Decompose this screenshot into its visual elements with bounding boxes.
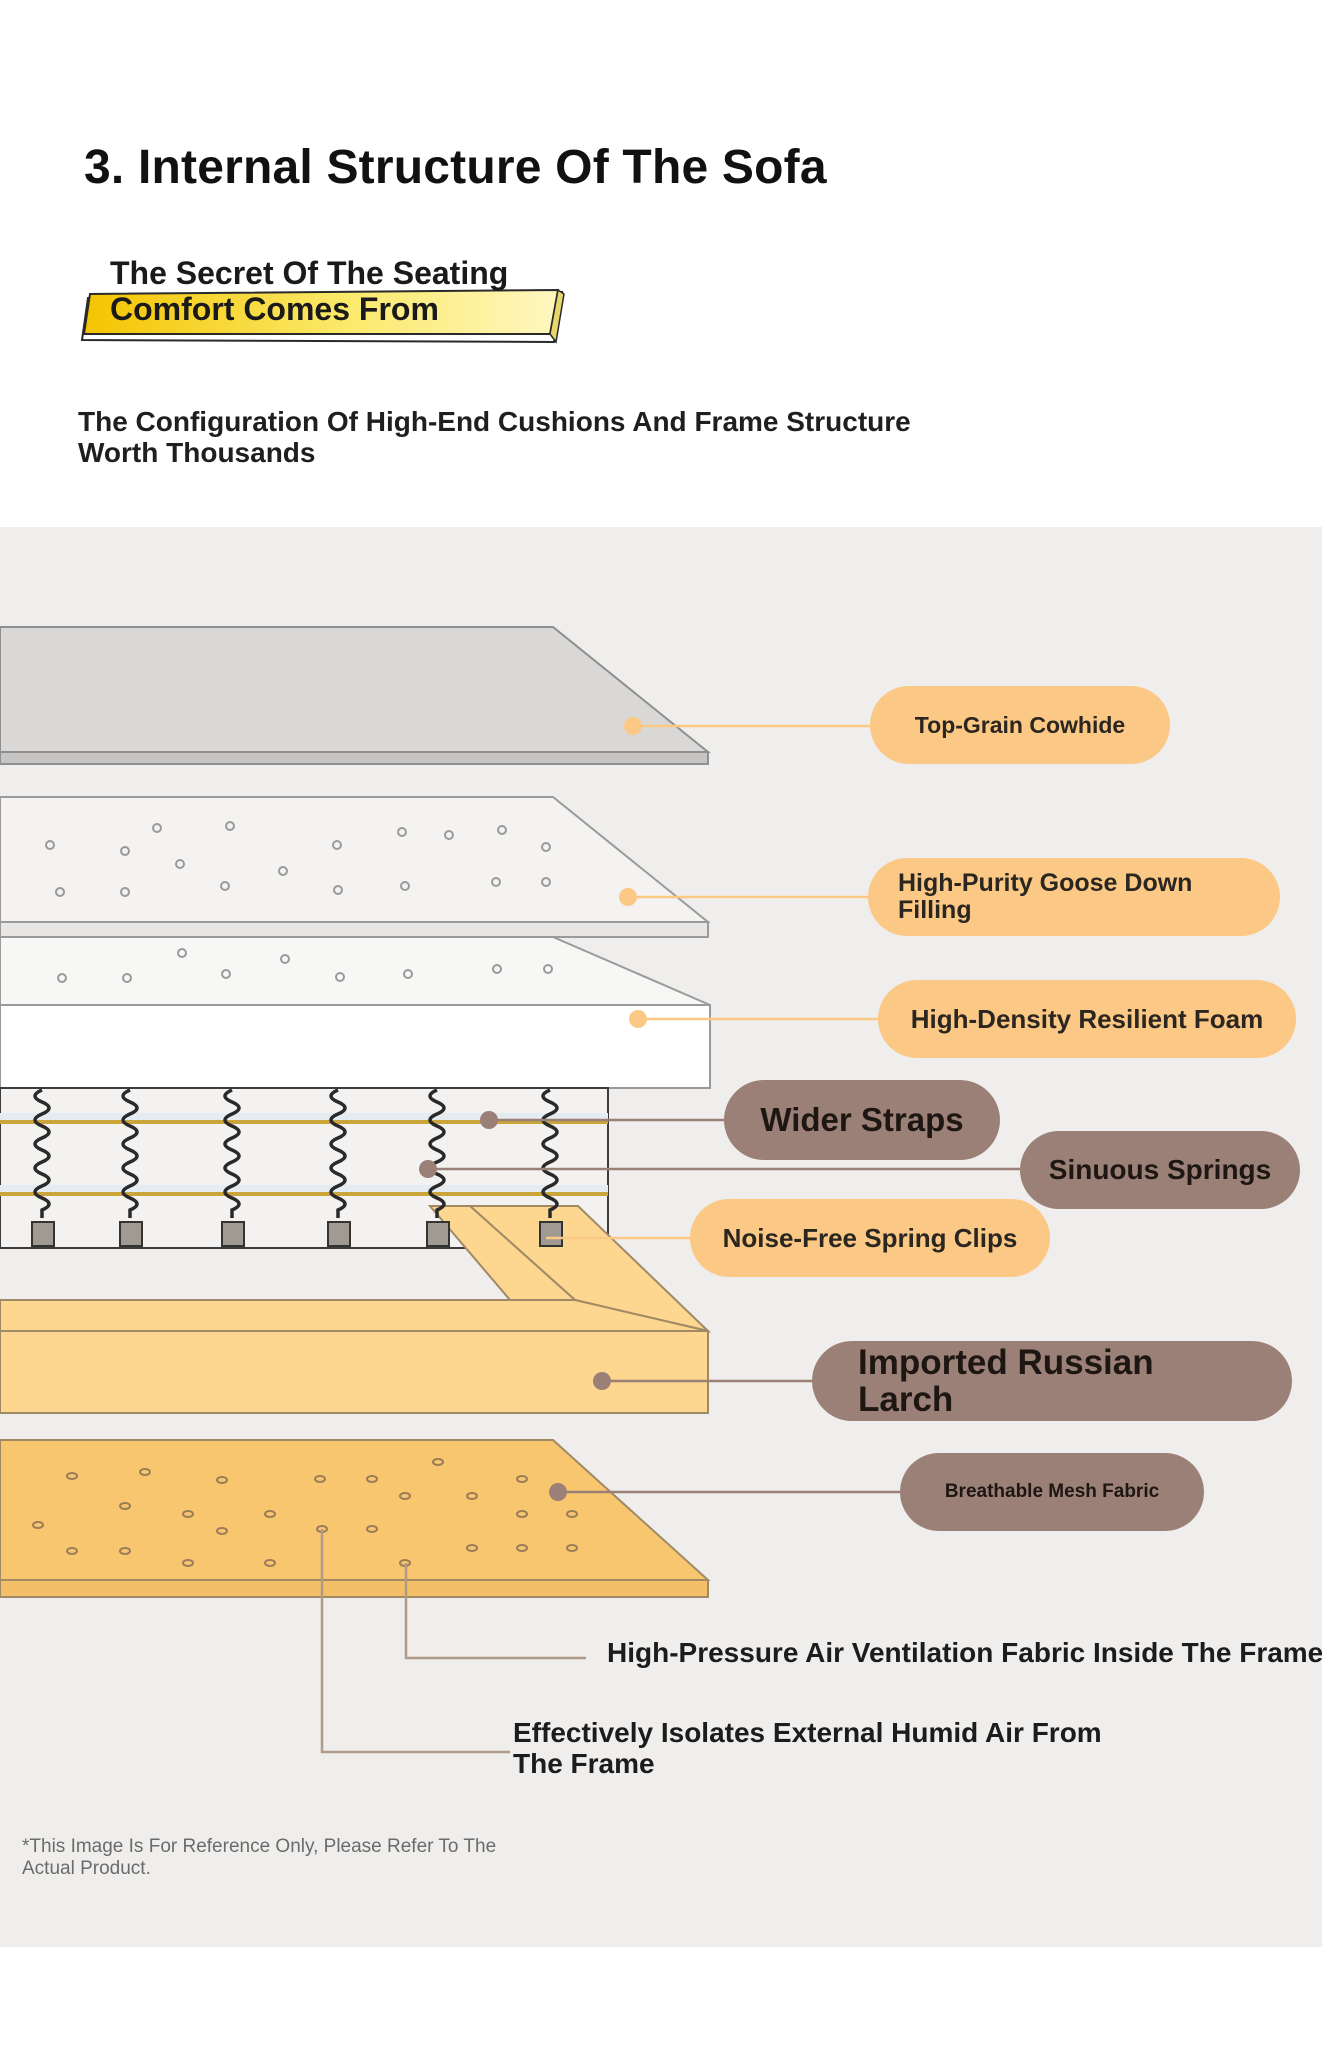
label-text: Top-Grain Cowhide xyxy=(914,711,1126,738)
label-goose-down: High-Purity Goose Down Filling xyxy=(868,858,1280,936)
label-breathable-mesh: Breathable Mesh Fabric xyxy=(900,1453,1204,1531)
description: The Configuration Of High-End Cushions A… xyxy=(78,406,958,468)
layer-cowhide xyxy=(0,626,711,765)
note-isolation: Effectively Isolates External Humid Air … xyxy=(513,1717,1213,1779)
label-russian-larch: Imported Russian Larch xyxy=(812,1341,1292,1421)
label-text: Sinuous Springs xyxy=(1048,1154,1272,1185)
layer-foam xyxy=(0,936,711,1089)
label-top-grain-cowhide: Top-Grain Cowhide xyxy=(870,686,1170,764)
springs xyxy=(33,1088,559,1218)
banner-text: The Secret Of The Seating Comfort Comes … xyxy=(110,255,580,327)
layer-goose-down xyxy=(0,796,711,938)
page-title: 3. Internal Structure Of The Sofa xyxy=(84,141,827,194)
label-text: Noise-Free Spring Clips xyxy=(722,1222,1018,1253)
footnote: *This Image Is For Reference Only, Pleas… xyxy=(22,1836,582,1880)
description-line-2: Worth Thousands xyxy=(78,437,316,468)
label-spring-clips: Noise-Free Spring Clips xyxy=(690,1199,1050,1277)
label-resilient-foam: High-Density Resilient Foam xyxy=(878,980,1296,1058)
label-text: High-Density Resilient Foam xyxy=(910,1003,1264,1034)
label-text: Wider Straps xyxy=(760,1101,964,1138)
note-ventilation: High-Pressure Air Ventilation Fabric Ins… xyxy=(607,1637,1322,1668)
leader-dots xyxy=(419,717,647,1501)
layer-mesh xyxy=(0,1439,711,1598)
label-text: Imported Russian Larch xyxy=(858,1343,1154,1419)
note-ventilation-text: High-Pressure Air Ventilation Fabric Ins… xyxy=(607,1637,1322,1668)
leader-lines xyxy=(320,724,1020,1754)
label-text: Breathable Mesh Fabric xyxy=(944,1481,1160,1502)
down-dots xyxy=(45,821,551,897)
description-line-1: The Configuration Of High-End Cushions A… xyxy=(78,406,911,437)
footnote-line-2: Actual Product. xyxy=(22,1858,151,1879)
label-text: High-Purity Goose Down Filling xyxy=(898,869,1193,924)
banner-line-2: Comfort Comes From xyxy=(110,291,439,327)
label-sinuous-springs: Sinuous Springs xyxy=(1020,1131,1300,1209)
foam-dots xyxy=(57,948,553,983)
banner-line-1: The Secret Of The Seating xyxy=(110,255,509,291)
banner-highlight xyxy=(80,288,565,344)
label-wider-straps: Wider Straps xyxy=(724,1080,1000,1160)
note-isolation-line-1: Effectively Isolates External Humid Air … xyxy=(513,1717,1102,1748)
wood-frame xyxy=(0,1205,712,1414)
mesh-dots xyxy=(32,1458,578,1567)
note-isolation-line-2: The Frame xyxy=(513,1748,655,1779)
footnote-line-1: *This Image Is For Reference Only, Pleas… xyxy=(22,1836,497,1857)
spring-clips xyxy=(31,1221,563,1247)
